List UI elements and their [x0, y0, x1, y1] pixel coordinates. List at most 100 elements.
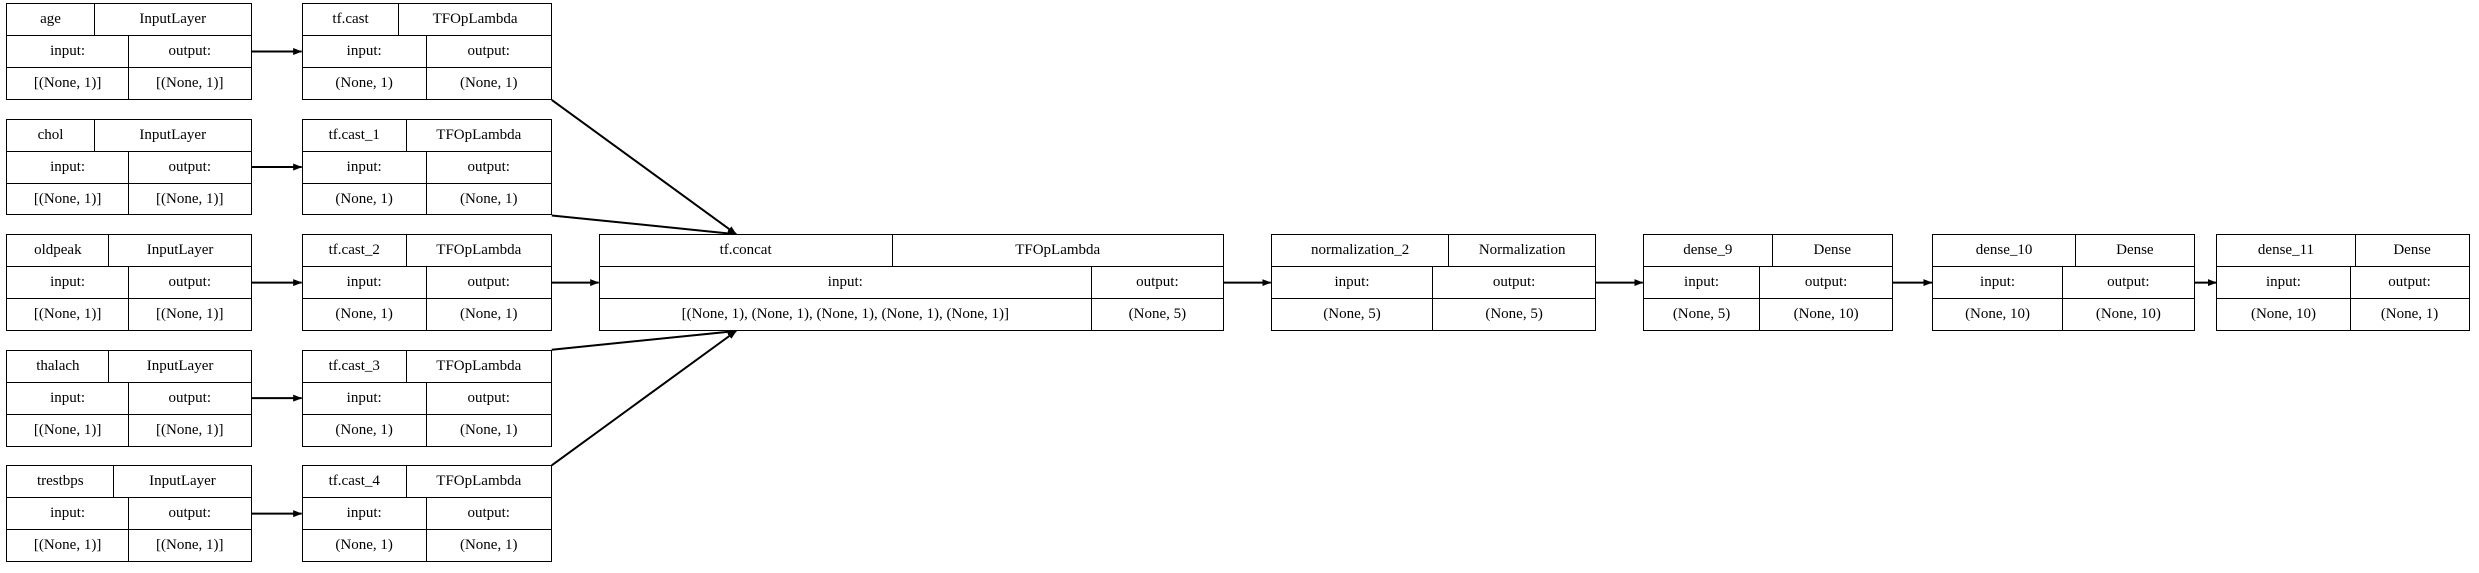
input-label: input:: [2217, 267, 2351, 299]
node-row: input: output:: [302, 151, 551, 184]
node-name: tf.cast: [303, 4, 400, 36]
node-row: input:output:: [1643, 267, 1892, 300]
output-shape: (None, 1): [459, 421, 518, 438]
graph-node-normalization_2[interactable]: normalization_2 Normalization input: output…: [1270, 234, 1596, 331]
output-shape: (None, 5): [1128, 306, 1187, 323]
node-name: dense_11: [2217, 235, 2356, 267]
input-shape: (None, 5): [1272, 299, 1434, 330]
node-row: input:output:: [302, 267, 551, 300]
output-shape: [(None, 1)]: [156, 421, 224, 438]
output-shape: (None, 10): [1793, 306, 1859, 323]
edge-tf_cast_3-to-tf_concat: [551, 328, 737, 351]
node-type: TFOpLambda: [436, 473, 522, 490]
node-row: [(None, 1)][(None, 1)]: [7, 183, 250, 215]
output-label: output:: [1492, 274, 1536, 291]
output-label: output:: [2107, 274, 2150, 291]
node-row: (None, 5)(None, 10): [1644, 299, 1892, 330]
input-shape: [(None, 1)]: [7, 183, 129, 215]
output-label: output:: [168, 43, 212, 60]
node-name: tf.cast_1: [303, 119, 407, 151]
output-label: output:: [467, 389, 510, 406]
node-name: normalization_2: [1272, 235, 1450, 267]
input-label: input:: [303, 36, 427, 67]
edge-tf_cast-to-tf_concat: [551, 99, 737, 236]
node-row: chol InputLayer: [7, 119, 251, 152]
node-type: InputLayer: [146, 242, 214, 259]
node-row: (None, 10)(None, 10): [1933, 299, 2194, 330]
output-label: output:: [2388, 274, 2431, 291]
input-label: input:: [7, 498, 129, 530]
node-row: input:output:: [7, 267, 251, 300]
input-shape: (None, 10): [2217, 299, 2351, 330]
output-shape: (None, 1): [459, 190, 518, 207]
node-row: (None, 1)(None, 1): [303, 67, 551, 99]
node-row: (None, 1) (None, 1): [303, 530, 551, 562]
node-type: Normalization: [1478, 242, 1566, 259]
input-shape: (None, 10): [1933, 299, 2064, 330]
node-row: input:output:: [302, 498, 551, 531]
output-label: output:: [168, 158, 212, 175]
node-name: tf.cast_3: [303, 350, 407, 382]
input-label: input:: [303, 498, 427, 530]
node-row: input: output:: [599, 267, 1223, 300]
node-row: [(None, 1)][(None, 1)]: [7, 299, 250, 330]
node-row: (None, 5) (None, 5): [1272, 299, 1595, 330]
node-row: input:output:: [302, 382, 551, 415]
node-row: input: output:: [2217, 267, 2469, 300]
output-shape: (None, 1): [459, 306, 518, 323]
node-name: tf.concat: [600, 235, 893, 267]
input-label: input:: [7, 36, 129, 67]
node-type: InputLayer: [146, 357, 214, 374]
input-shape: [(None, 1)]: [7, 67, 129, 99]
node-type: InputLayer: [139, 126, 207, 143]
output-label: output:: [467, 158, 510, 175]
node-name: chol: [7, 119, 95, 151]
input-shape: (None, 1): [303, 414, 427, 446]
output-label: output:: [168, 389, 212, 406]
node-name: dense_10: [1933, 235, 2077, 267]
input-shape: (None, 1): [303, 530, 427, 562]
output-label: output:: [467, 274, 510, 291]
graph-node-oldpeak[interactable]: oldpeak InputLayer input:output:[(None, 1)…: [6, 234, 252, 331]
node-name: age: [7, 4, 95, 36]
node-row: (None, 1) (None, 1): [303, 414, 551, 446]
node-name: tf.cast_2: [303, 235, 407, 267]
input-label: input:: [1644, 267, 1761, 299]
node-row: input:output:: [302, 36, 551, 68]
node-name: oldpeak: [7, 235, 110, 267]
output-label: output:: [1136, 274, 1179, 291]
output-shape: [(None, 1)]: [156, 537, 224, 554]
node-type: Dense: [1813, 242, 1852, 259]
node-row: dense_11 Dense: [2217, 235, 2469, 268]
input-shape: (None, 1): [303, 67, 427, 99]
input-label: input:: [303, 151, 427, 183]
output-shape: (None, 1): [459, 537, 518, 554]
input-label: input:: [1272, 267, 1434, 299]
output-shape: (None, 5): [1485, 306, 1543, 323]
node-type: TFOpLambda: [436, 357, 522, 374]
input-shape: (None, 1): [303, 183, 427, 215]
node-row: [(None, 1)][(None, 1)]: [7, 530, 250, 562]
node-row: oldpeak InputLayer: [7, 235, 251, 268]
input-label: input:: [600, 267, 1092, 299]
node-type: Dense: [2393, 242, 2431, 259]
